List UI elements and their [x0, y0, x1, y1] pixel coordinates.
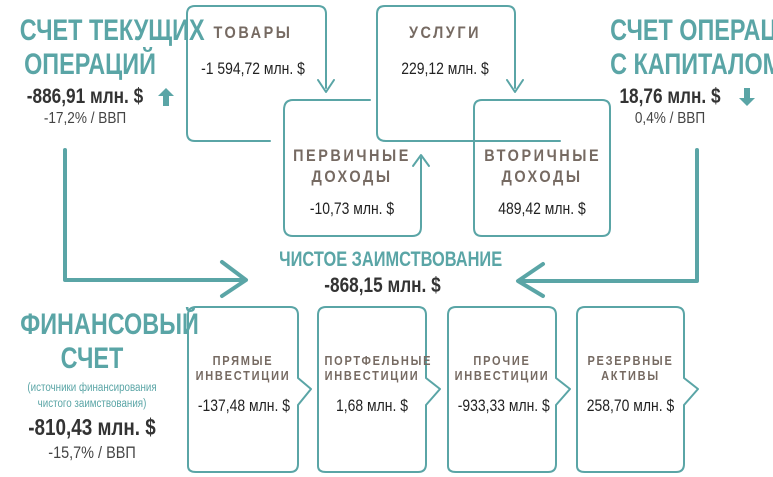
component-label: ИНВЕСТИЦИИ	[454, 369, 550, 383]
net-borrowing-amount: -868,15 млн. $	[324, 274, 441, 297]
capital-account-gdp-share: 0,4% / ВВП	[634, 110, 706, 127]
box-goods	[186, 5, 327, 142]
arrow-services-to-secondary	[506, 79, 524, 93]
net-borrowing-title: ЧИСТОЕ ЗАИМСТВОВАНИЕ	[279, 248, 503, 271]
component-value: -1 594,72 млн. $	[201, 59, 305, 78]
component-primary-income: ПЕРВИЧНЫЕ ДОХОДЫ -10,73 млн. $	[282, 145, 422, 219]
box-other-investment	[447, 306, 571, 473]
box-reserve-assets	[576, 306, 699, 473]
component-label: ПРЯМЫЕ	[212, 354, 274, 368]
component-portfolio-investment: ПОРТФЕЛЬНЫЕ ИНВЕСТИЦИИ 1,68 млн. $	[318, 354, 433, 416]
box-services	[376, 5, 561, 142]
capital-account-amount: 18,76 млн. $	[619, 85, 721, 108]
component-direct-investment: ПРЯМЫЕ ИНВЕСТИЦИИ -137,48 млн. $	[188, 354, 298, 416]
component-services: УСЛУГИ 229,12 млн. $	[380, 22, 510, 79]
component-label: ПЕРВИЧНЫЕ	[293, 146, 411, 165]
component-goods: ТОВАРЫ -1 594,72 млн. $	[188, 22, 318, 79]
arrow-down-icon	[739, 88, 755, 106]
current-account-section: СЧЕТ ТЕКУЩИХ ОПЕРАЦИЙ -886,91 млн. $ -17…	[0, 14, 205, 128]
box-secondary-income	[473, 99, 611, 237]
financial-account-note-line2: чистого заимствования)	[37, 398, 147, 410]
component-value: 1,68 млн. $	[336, 396, 408, 415]
financial-account-title-line2: СЧЕТ	[60, 342, 124, 375]
arrow-goods-to-primary	[317, 79, 335, 93]
financial-account-title-line1: ФИНАНСОВЫЙ	[20, 308, 199, 341]
component-value: -933,33 млн. $	[457, 396, 550, 415]
current-account-title-line1: СЧЕТ ТЕКУЩИХ	[19, 14, 205, 47]
flow-current-to-net	[63, 148, 247, 282]
component-value: 229,12 млн. $	[401, 59, 489, 78]
component-value: -10,73 млн. $	[309, 199, 395, 218]
component-value: 258,70 млн. $	[586, 396, 675, 415]
arrow-primary-up	[412, 154, 430, 167]
component-value: 489,42 млн. $	[498, 199, 586, 218]
net-borrowing-section: ЧИСТОЕ ЗАИМСТВОВАНИЕ -868,15 млн. $	[250, 248, 515, 298]
component-label: ИНВЕСТИЦИИ	[324, 369, 420, 383]
component-label: УСЛУГИ	[408, 23, 482, 42]
component-label: ТОВАРЫ	[213, 23, 293, 42]
current-account-title-line2: ОПЕРАЦИЙ	[24, 48, 156, 81]
component-label: РЕЗЕРВНЫЕ	[587, 354, 674, 368]
arrow-head-left	[220, 260, 248, 298]
component-label: АКТИВЫ	[601, 369, 660, 383]
arrow-up-icon	[158, 88, 174, 106]
component-label: ПРОЧИЕ	[473, 354, 531, 368]
component-label: ДОХОДЫ	[311, 167, 393, 186]
component-label: ПОРТФЕЛЬНЫЕ	[324, 354, 433, 368]
financial-account-amount: -810,43 млн. $	[28, 414, 156, 440]
capital-account-title-line2: С КАПИТАЛОМ	[610, 48, 773, 81]
financial-account-section: ФИНАНСОВЫЙ СЧЕТ (источники финансировани…	[0, 308, 199, 463]
box-primary-income	[283, 99, 422, 237]
component-value: -137,48 млн. $	[197, 396, 290, 415]
capital-account-title-line1: СЧЕТ ОПЕРАЦИЙ	[610, 14, 773, 47]
current-account-amount: -886,91 млн. $	[26, 85, 144, 108]
component-label: ИНВЕСТИЦИИ	[195, 369, 291, 383]
financial-account-note-line1: (источники финансирования	[27, 382, 157, 394]
capital-account-section: СЧЕТ ОПЕРАЦИЙ С КАПИТАЛОМ 18,76 млн. $ 0…	[590, 14, 773, 128]
financial-account-gdp-share: -15,7% / ВВП	[48, 443, 136, 462]
box-direct-investment	[187, 306, 312, 473]
component-reserve-assets: РЕЗЕРВНЫЕ АКТИВЫ 258,70 млн. $	[577, 354, 684, 416]
box-portfolio-investment	[317, 306, 441, 473]
component-label: ВТОРИЧНЫЕ	[484, 146, 602, 165]
arrow-head-right	[516, 262, 545, 298]
current-account-gdp-share: -17,2% / ВВП	[43, 110, 127, 127]
component-label: ДОХОДЫ	[501, 167, 583, 186]
component-secondary-income: ВТОРИЧНЫЕ ДОХОДЫ 489,42 млн. $	[474, 145, 610, 219]
flow-capital-to-net	[518, 148, 699, 283]
component-other-investment: ПРОЧИЕ ИНВЕСТИЦИИ -933,33 млн. $	[448, 354, 556, 416]
